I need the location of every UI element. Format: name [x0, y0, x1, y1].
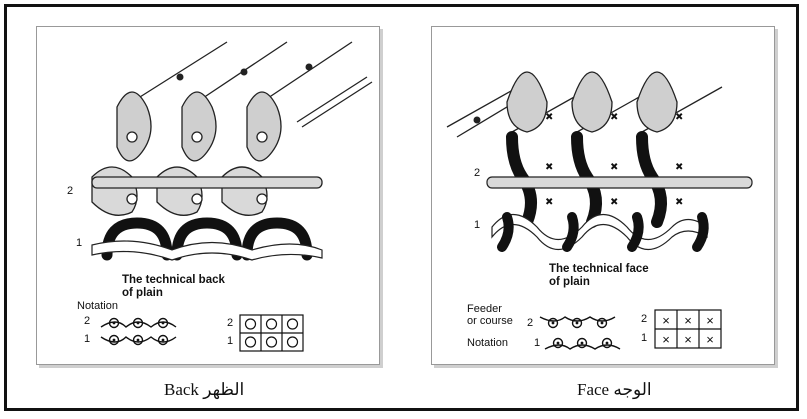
face-caption: Face الوجه [577, 380, 652, 400]
back-notation-graphic [37, 27, 379, 364]
face-grid-row-2: 2 [641, 313, 647, 325]
svg-text:×: × [684, 332, 692, 347]
face-caption-latin: Face [577, 380, 609, 399]
svg-text:×: × [684, 313, 692, 328]
figure-frame: 2 1 The technical back of plain Notation… [4, 4, 799, 411]
back-grid-row-2: 2 [227, 317, 233, 329]
back-caption: Back الظهر [164, 380, 244, 400]
back-caption-arabic: الظهر [203, 380, 244, 399]
face-grid-row-1: 1 [641, 332, 647, 344]
svg-text:×: × [706, 313, 714, 328]
svg-text:×: × [662, 313, 670, 328]
face-caption-arabic: الوجه [613, 380, 651, 399]
back-diagram-panel: 2 1 The technical back of plain Notation… [36, 26, 380, 365]
back-grid-row-1: 1 [227, 335, 233, 347]
svg-text:×: × [662, 332, 670, 347]
face-notation-graphic: × × × × × × [432, 27, 774, 364]
svg-text:×: × [706, 332, 714, 347]
back-notation-grid [240, 315, 303, 351]
back-caption-latin: Back [164, 380, 199, 399]
face-diagram-panel: ××× ××× ××× 2 1 The technical face of pl… [431, 26, 775, 365]
